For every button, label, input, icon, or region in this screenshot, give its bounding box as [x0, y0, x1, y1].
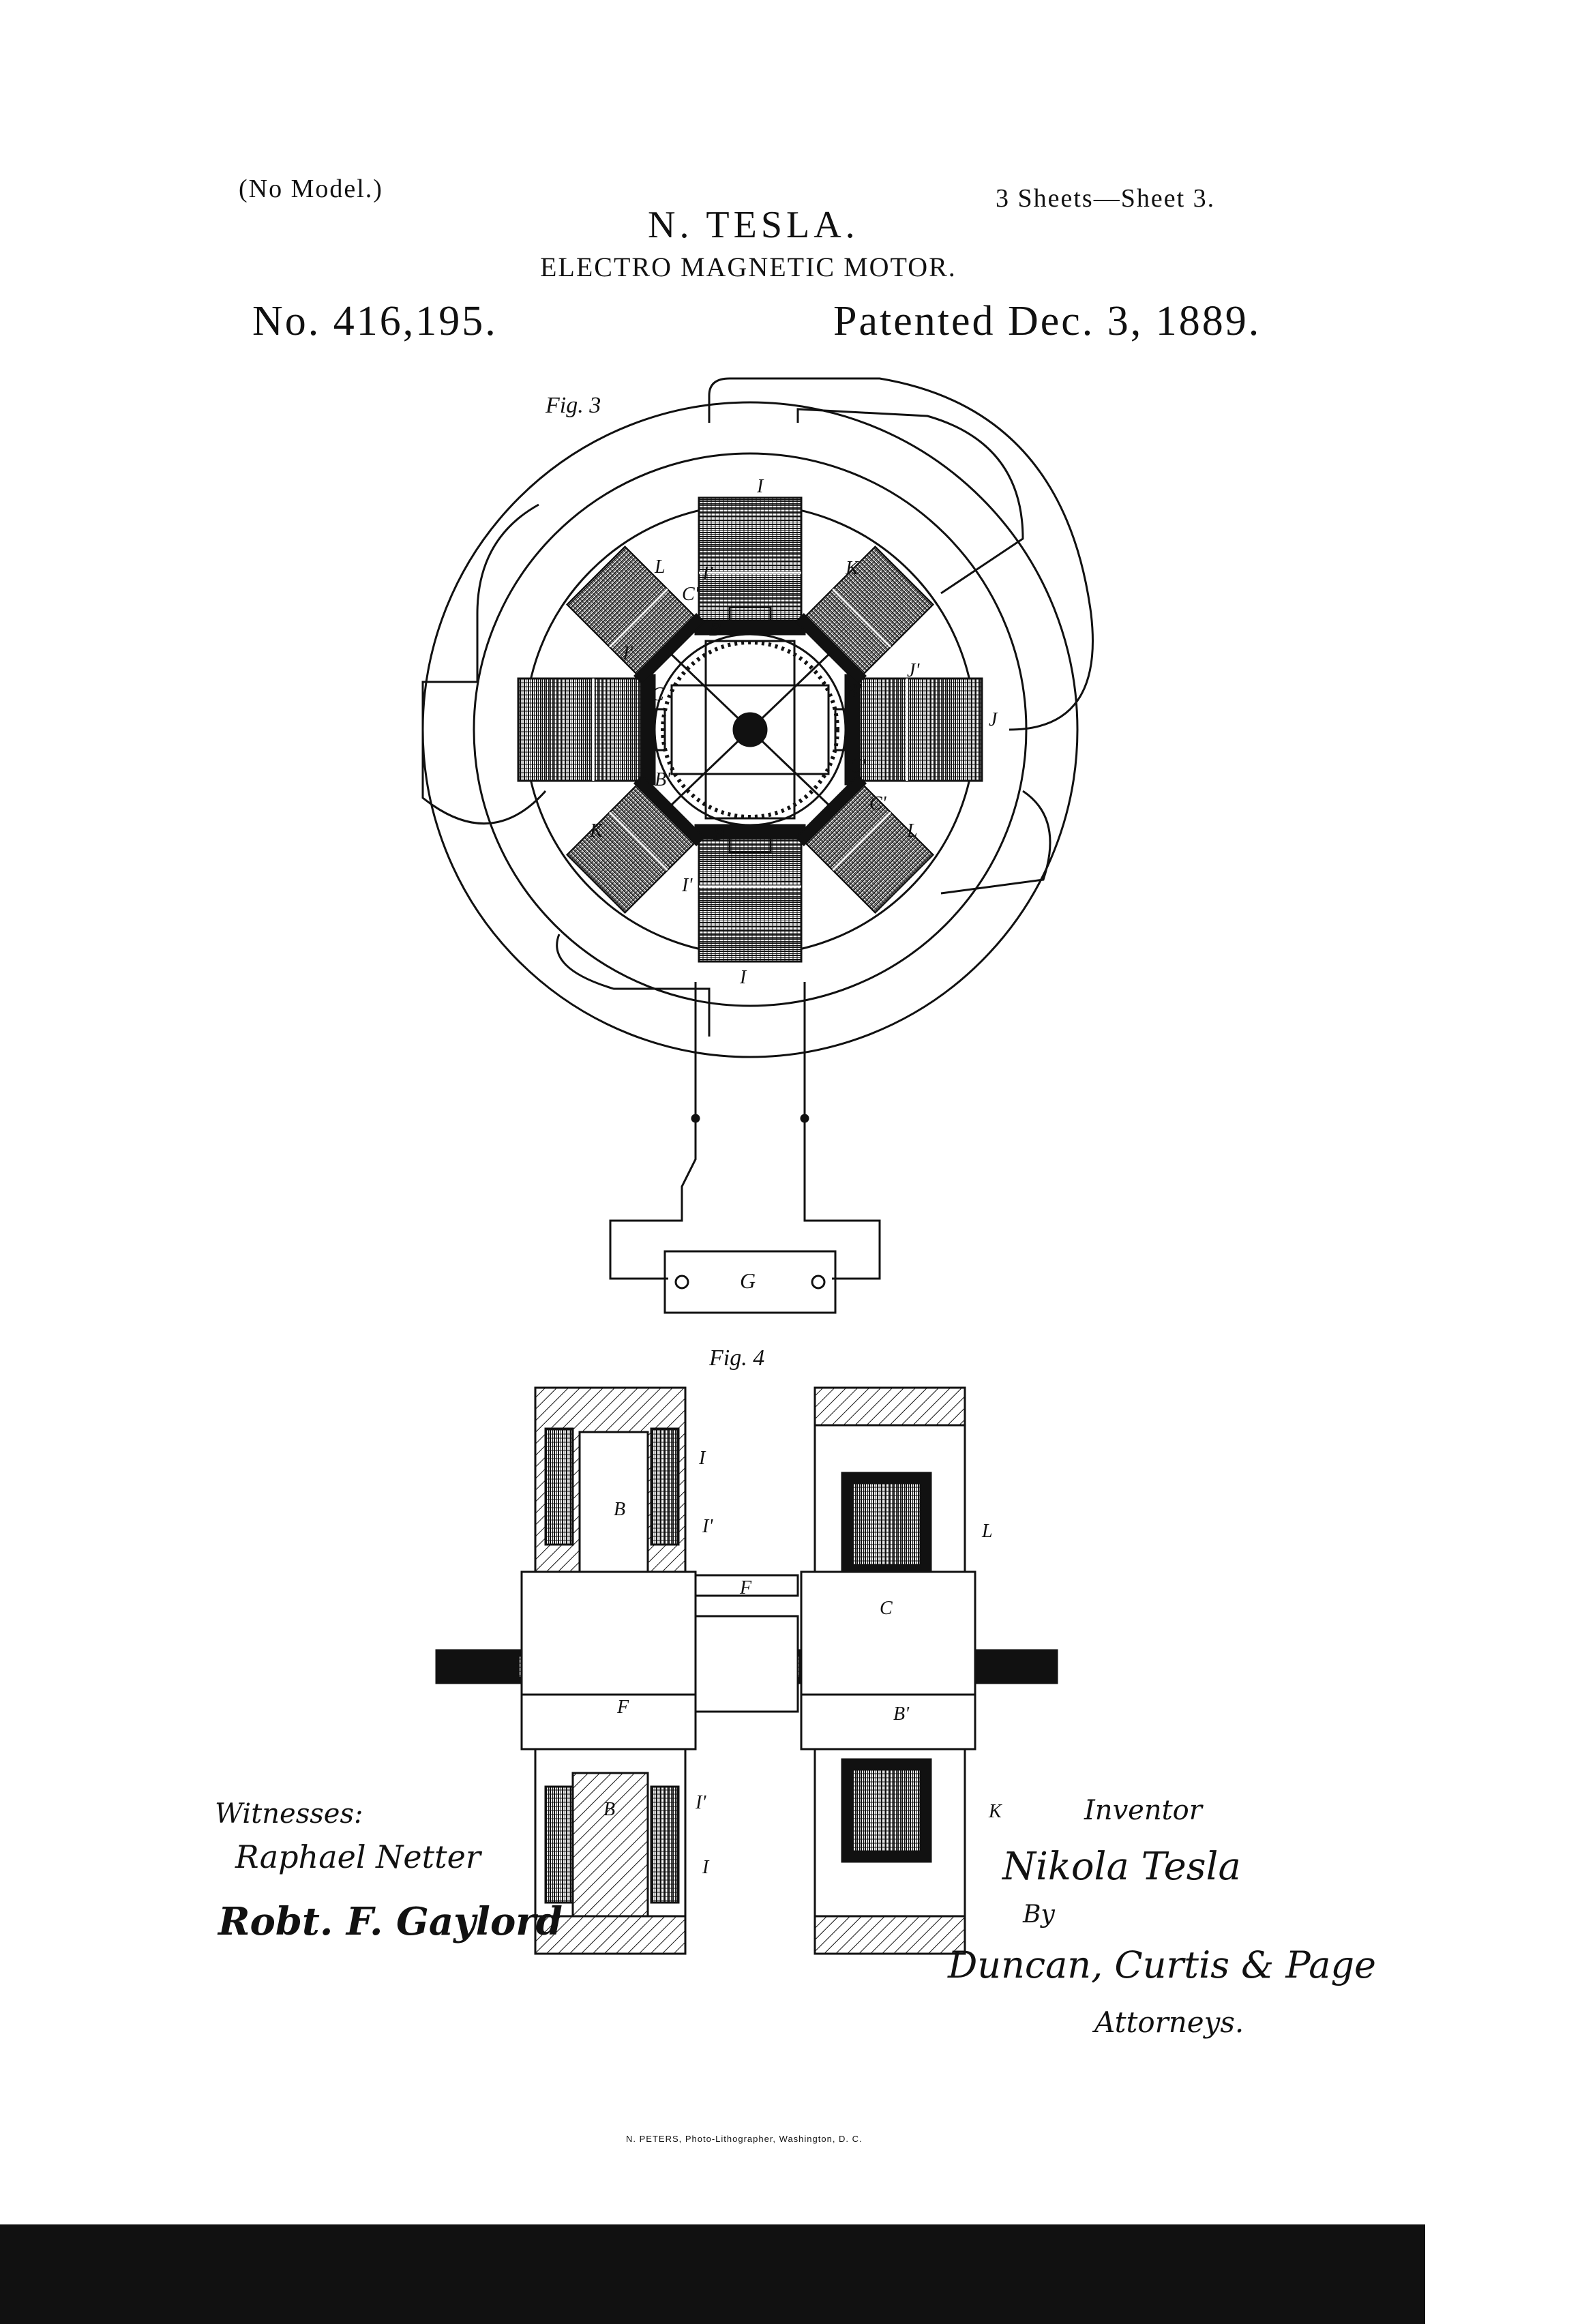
- fig3-part-label: I: [757, 476, 764, 497]
- fig4-right-hub: [800, 1570, 976, 1696]
- scan-border: [0, 2224, 1425, 2324]
- fig4-part-label: C: [880, 1598, 893, 1619]
- fig3-lead-wire-right: [803, 982, 881, 1280]
- fig3-label: Fig. 3: [546, 393, 601, 418]
- fig4-part-label: I: [702, 1857, 709, 1878]
- fig4-label: Fig. 4: [709, 1345, 765, 1371]
- fig4-part-label: F: [740, 1577, 752, 1598]
- fig3-part-label: K: [590, 820, 603, 841]
- attorneys-label: Attorneys.: [1094, 2006, 1244, 2039]
- fig4-part-label: B: [603, 1799, 616, 1820]
- fig3-part-label: I: [740, 967, 747, 988]
- fig3-lead-wire-left: [609, 982, 697, 1280]
- fig4-part-label: I': [696, 1792, 706, 1813]
- inventor-label: Inventor: [1084, 1795, 1202, 1826]
- fig3-generator-g: [663, 1250, 837, 1314]
- fig3-part-label: B: [713, 824, 725, 845]
- witnesses-label: Witnesses:: [215, 1798, 363, 1830]
- fig3-motor: [421, 377, 1094, 1314]
- inventor-signature: Nikola Tesla: [1002, 1845, 1241, 1889]
- patent-number: No. 416,195.: [252, 298, 498, 344]
- fig4-section: [435, 1386, 1058, 1955]
- fig3-generator-label: G: [740, 1268, 756, 1293]
- fig3-part-label: C: [651, 684, 664, 705]
- no-model-note: (No Model.): [239, 175, 383, 203]
- fig3-part-label: B': [846, 681, 862, 702]
- fig3-part-label: K: [846, 558, 859, 579]
- fig4-left-hub: [520, 1570, 697, 1696]
- fig3-part-label: C': [869, 793, 886, 814]
- sheet-number: 3 Sheets—Sheet 3.: [996, 184, 1216, 213]
- patent-date: Patented Dec. 3, 1889.: [833, 298, 1262, 344]
- fig3-armature-teeth: [661, 640, 839, 819]
- fig3-part-label: C': [682, 584, 699, 605]
- fig4-part-label: L: [982, 1521, 993, 1542]
- by-label: By: [1023, 1901, 1055, 1928]
- fig3-part-label: L: [655, 556, 666, 578]
- fig3-part-label: B': [655, 769, 671, 790]
- fig3-part-label: I': [702, 563, 713, 584]
- fig3-inner-frame-ring: [473, 452, 1028, 1007]
- fig3-part-label: J: [989, 709, 998, 730]
- fig4-part-label: B': [893, 1703, 910, 1725]
- fig3-shaft: [732, 712, 768, 747]
- fig3-armature-core: [704, 640, 796, 820]
- printer-credit: N. PETERS, Photo-Lithographer, Washingto…: [626, 2134, 863, 2144]
- fig4-part-label: F: [617, 1697, 629, 1718]
- fig3-part-label: C': [849, 756, 866, 777]
- fig4-part-label: K: [989, 1801, 1002, 1822]
- fig3-part-label: I': [682, 875, 693, 896]
- fig4-right-upper-frame: [814, 1386, 966, 1427]
- witness-signature-2: Robt. F. Gaylord: [218, 1899, 563, 1944]
- fig4-part-label: I: [699, 1448, 706, 1469]
- fig3-part-label: B: [709, 619, 721, 640]
- patent-title: ELECTRO MAGNETIC MOTOR.: [540, 252, 957, 282]
- fig4-part-label: B: [614, 1499, 626, 1520]
- fig3-part-label: J': [621, 643, 633, 664]
- witness-signature-1: Raphael Netter: [235, 1838, 481, 1875]
- fig3-part-label: L: [907, 820, 918, 841]
- fig3-part-label: J': [907, 660, 920, 681]
- attorneys-signature: Duncan, Curtis & Page: [948, 1943, 1377, 1986]
- inventor-name-heading: N. TESLA.: [648, 204, 859, 246]
- fig4-part-label: I': [702, 1516, 713, 1537]
- fig3-armature-core-cross: [670, 684, 830, 775]
